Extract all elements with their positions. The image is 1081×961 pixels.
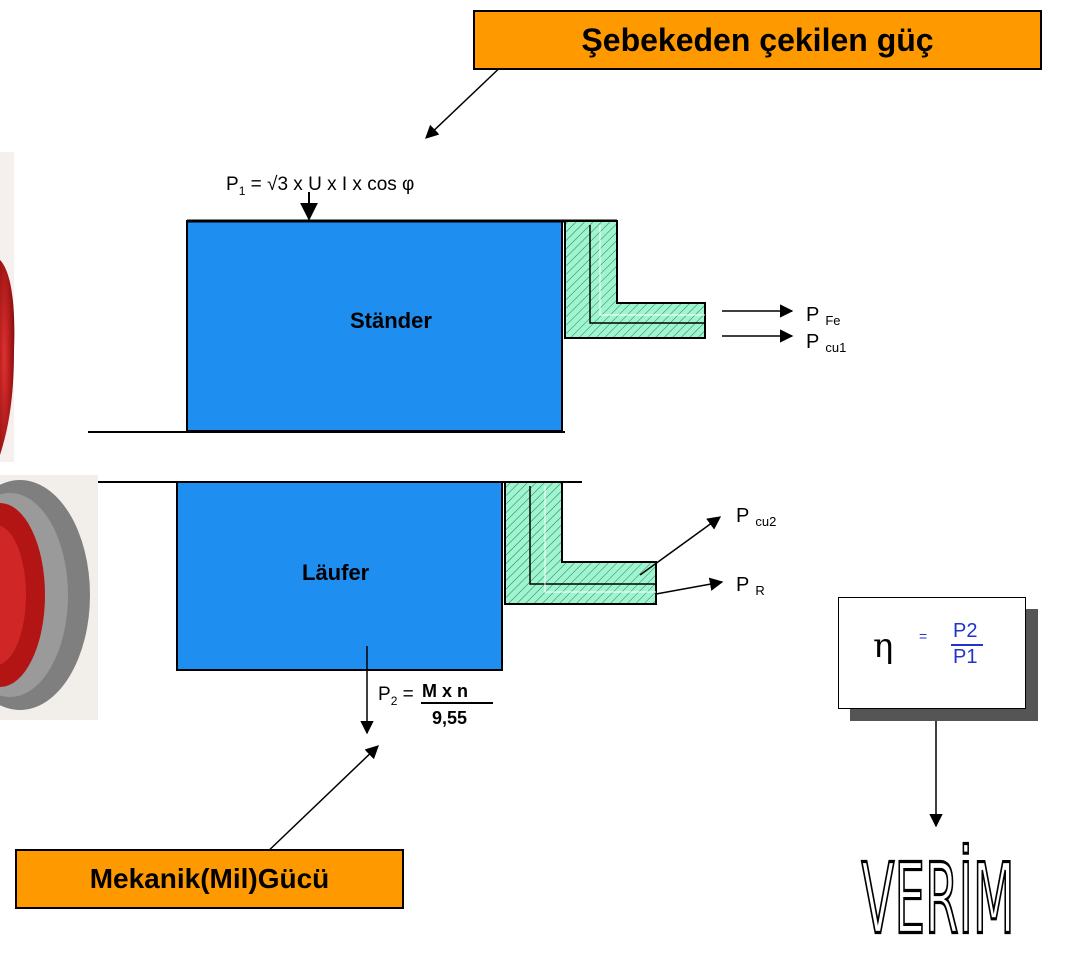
p2-denominator: 9,55 <box>432 708 467 728</box>
p1-formula: P1 = √3 x U x I x cos φ <box>226 174 414 198</box>
stator-loss-region <box>564 220 706 339</box>
mechanical-power-callout: Mekanik(Mil)Gücü <box>15 849 404 909</box>
rotor-block <box>176 481 503 671</box>
efficiency-box: η = P2 P1 <box>838 597 1026 709</box>
p2-numerator: M x n <box>422 681 468 701</box>
pr-arrow <box>655 577 724 595</box>
grid-power-label: Şebekeden çekilen güç <box>581 21 934 58</box>
verim-word: VERİM <box>861 844 1014 957</box>
eta-fraction-bar <box>951 644 983 646</box>
pcu2-arrow <box>639 516 722 576</box>
mech-callout-pointer <box>261 745 379 858</box>
grid-callout-pointer <box>425 59 509 139</box>
grid-power-callout: Şebekeden çekilen güç <box>473 10 1042 70</box>
eta-equals: = <box>919 628 928 644</box>
eta-numerator: P2 <box>953 620 978 642</box>
mechanical-power-label: Mekanik(Mil)Gücü <box>89 863 330 894</box>
eta-symbol: η <box>873 626 894 666</box>
rotor-label: Läufer <box>302 560 370 585</box>
stator-block <box>186 220 563 432</box>
motor-photo <box>0 152 98 720</box>
eta-denominator: P1 <box>953 646 978 668</box>
p2-lhs: P2 = <box>378 684 414 708</box>
rotor-loss-region <box>504 481 657 605</box>
stator-label: Ständer <box>350 308 432 333</box>
